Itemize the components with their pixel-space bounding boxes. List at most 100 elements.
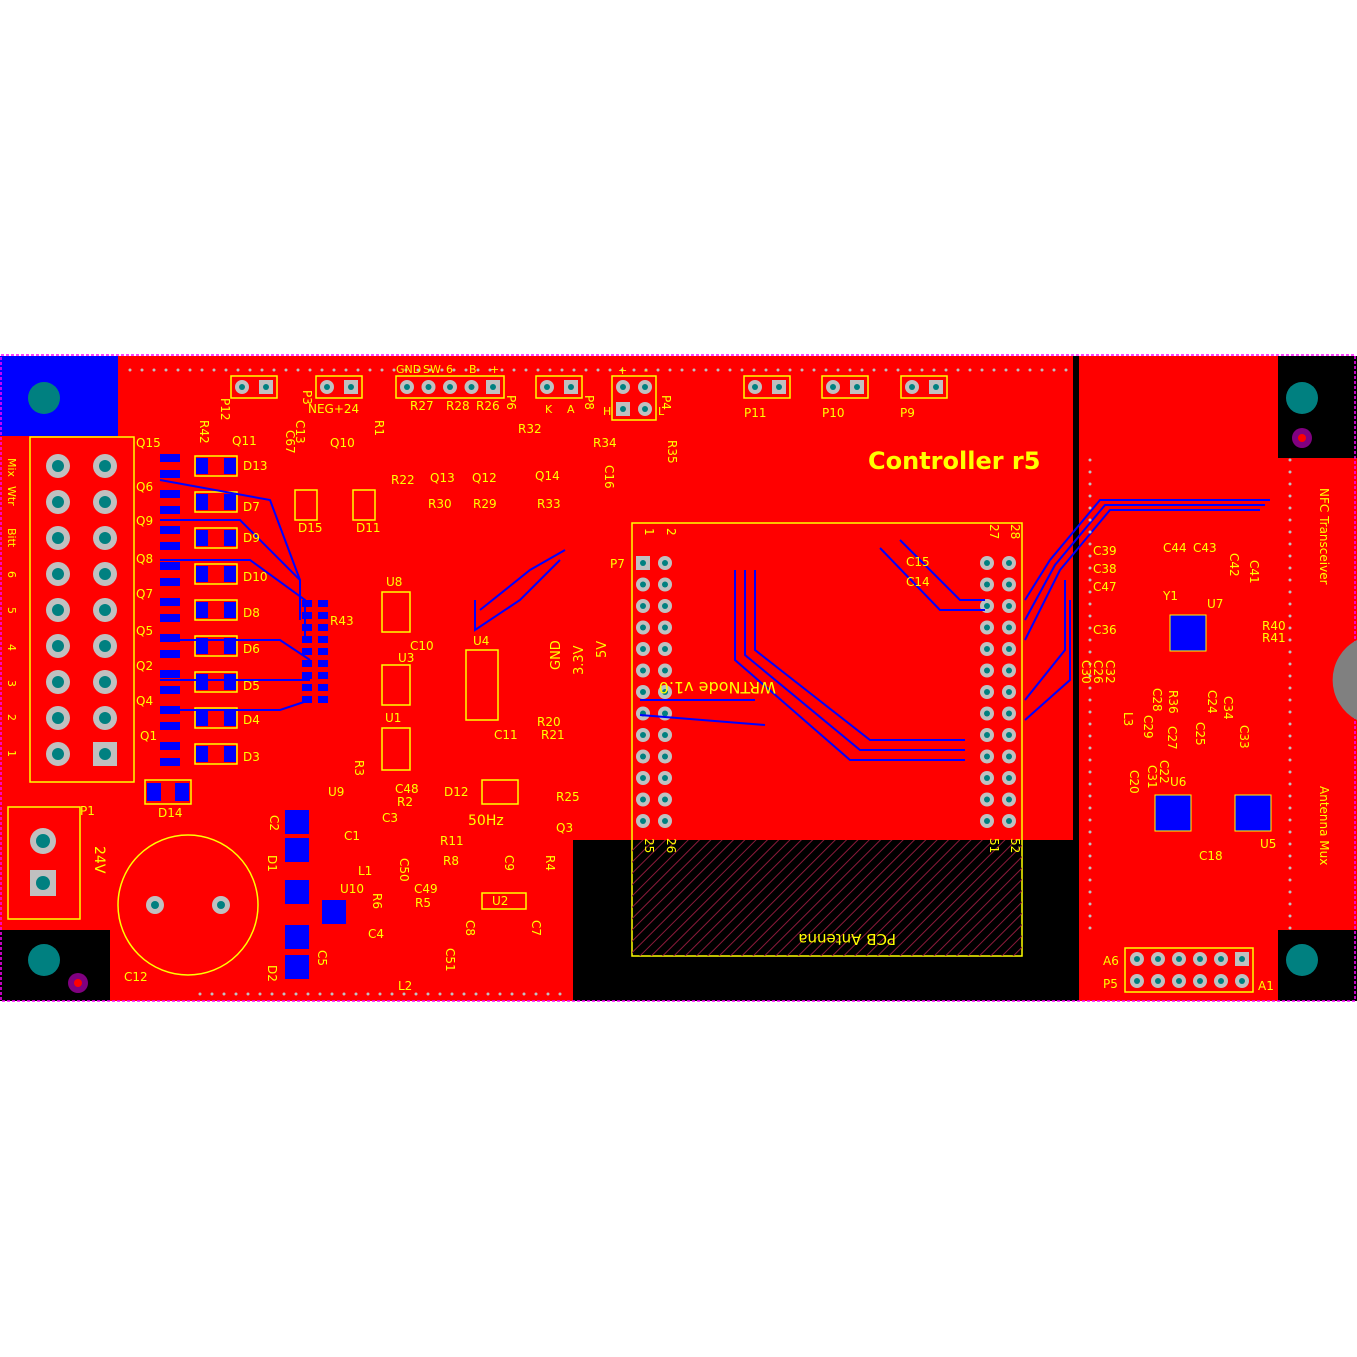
transistor-pad	[160, 542, 180, 550]
wrtnode-module-pads	[636, 556, 1016, 828]
designator-c9: C9	[502, 855, 516, 871]
header-p4-outline	[611, 375, 657, 421]
diode-outline	[352, 489, 376, 521]
diode-pad	[196, 710, 208, 726]
p4-label-minus: -	[644, 364, 648, 377]
module-pad-hole	[1006, 603, 1012, 609]
designator-c7: C7	[529, 920, 543, 936]
p2-pad-hole	[52, 640, 64, 652]
header-pad-hole	[909, 384, 915, 390]
via	[836, 368, 840, 372]
conn-text-bitt: Bitt	[5, 528, 18, 548]
header-pad-hole	[642, 384, 648, 390]
via	[1064, 368, 1068, 372]
module-pad-hole	[984, 667, 990, 674]
module-pad-hole	[662, 753, 668, 760]
via	[1088, 686, 1092, 690]
designator-p6: P6	[504, 395, 518, 410]
via	[332, 368, 336, 372]
via	[1288, 482, 1292, 486]
designator-c5: C5	[315, 950, 329, 966]
diode-pad	[224, 530, 236, 546]
power-smd-pad	[322, 900, 346, 924]
designator-q13: Q13	[430, 471, 455, 485]
designator-r6: R6	[370, 893, 384, 909]
via	[1088, 458, 1092, 462]
header-pad-hole	[1134, 956, 1140, 962]
module-pad-hole	[662, 646, 668, 652]
via	[198, 992, 202, 996]
designator-r27: R27	[410, 399, 434, 413]
transistor-pad	[160, 634, 180, 642]
conn-text-4: 4	[5, 644, 18, 651]
via	[404, 368, 408, 372]
resistor-pad	[318, 672, 328, 679]
header-pad-hole	[263, 384, 269, 390]
via	[392, 368, 396, 372]
module-pad-hole	[640, 753, 646, 760]
via	[1288, 710, 1292, 714]
designator-d2: D2	[265, 965, 279, 982]
via	[1088, 554, 1092, 558]
module-pad-hole	[984, 560, 990, 566]
module-pin-51: 51	[987, 838, 1001, 853]
via	[1288, 866, 1292, 870]
via	[824, 368, 828, 372]
via	[896, 368, 900, 372]
via	[1288, 698, 1292, 702]
connector-block-outline	[29, 436, 135, 783]
designator-d11: D11	[356, 521, 381, 535]
module-pad-hole	[640, 646, 646, 652]
p2-pad-hole	[52, 532, 64, 544]
via	[644, 368, 648, 372]
designator-c27: C27	[1165, 726, 1179, 750]
conn-text-1: 1	[5, 750, 18, 757]
via	[656, 368, 660, 372]
header-pad-hole	[1197, 956, 1203, 962]
ic-u5-body	[1234, 794, 1272, 832]
via	[704, 368, 708, 372]
via	[584, 368, 588, 372]
via	[342, 992, 346, 996]
via	[1088, 542, 1092, 546]
designator-r41: R41	[1262, 631, 1286, 645]
via	[1288, 890, 1292, 894]
diode-outline	[194, 599, 238, 621]
via	[510, 992, 514, 996]
diode-pad	[224, 566, 236, 582]
rail-label-5v: 5V	[595, 641, 610, 658]
designator-c67: C67	[283, 430, 297, 454]
designator-d14: D14	[158, 806, 183, 820]
power-smd-pad	[285, 925, 309, 949]
resistor-pad	[318, 648, 328, 655]
via	[272, 368, 276, 372]
via	[632, 368, 636, 372]
via	[1288, 770, 1292, 774]
diode-outline	[194, 635, 238, 657]
via	[848, 368, 852, 372]
via	[1028, 368, 1032, 372]
designator-d10: D10	[243, 570, 268, 584]
designator-q3: Q3	[556, 821, 573, 835]
designator-r35: R35	[665, 440, 679, 464]
via	[1288, 626, 1292, 630]
designator-p8: P8	[582, 395, 596, 410]
designator-u2: U2	[492, 894, 508, 908]
antenna-label: PCB Antenna	[798, 930, 896, 948]
module-pad-hole	[984, 818, 990, 824]
designator-d6: D6	[243, 642, 260, 656]
designator-q14: Q14	[535, 469, 560, 483]
designator-u10: U10	[340, 882, 364, 896]
via	[378, 992, 382, 996]
via-dots	[128, 368, 1292, 996]
via	[812, 368, 816, 372]
via	[1288, 758, 1292, 762]
module-pad-hole	[640, 603, 646, 609]
via	[968, 368, 972, 372]
via	[668, 368, 672, 372]
ic-u3-body	[381, 664, 411, 706]
via	[560, 368, 564, 372]
header-outline	[315, 375, 363, 399]
designator-c39: C39	[1093, 544, 1117, 558]
board-copper-right	[1078, 356, 1357, 1001]
